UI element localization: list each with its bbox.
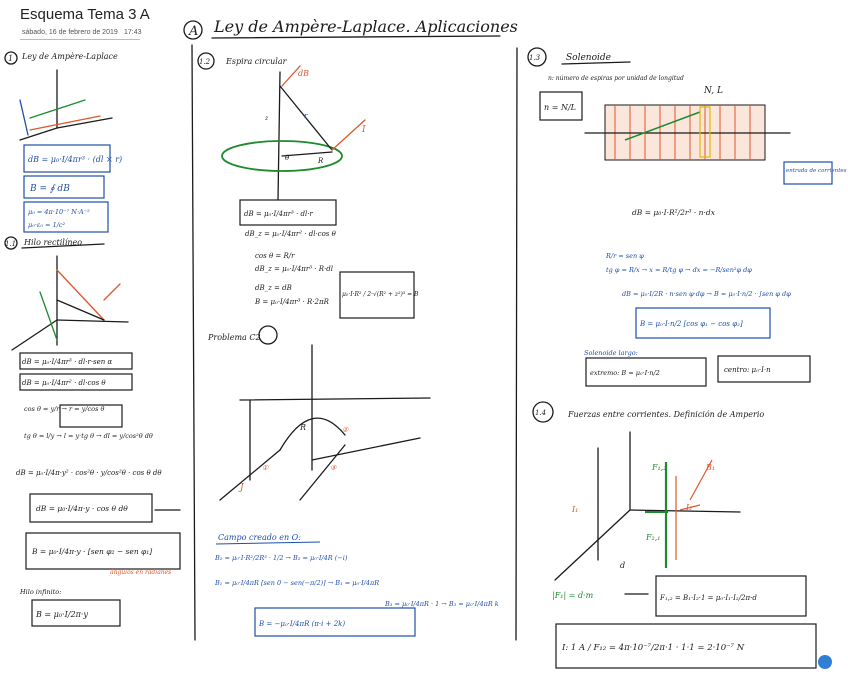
svg-text:dB = μ₀·I/2R · n·sen φ·dφ → B: dB = μ₀·I/2R · n·sen φ·dφ → B = μ₀·I·n/2… — [622, 290, 791, 298]
svg-text:dB = μ₀·I/4πr³ · (dl × r): dB = μ₀·I/4πr³ · (dl × r) — [28, 155, 122, 164]
svg-text:Campo creado en O:: Campo creado en O: — [218, 533, 301, 542]
svg-text:Hilo infinito:: Hilo infinito: — [19, 588, 61, 596]
svg-text:dB = μ₀·I/4πr³ · dl·r: dB = μ₀·I/4πr³ · dl·r — [244, 210, 313, 218]
svg-text:tg φ = R/x → x = R/tg φ → dx =: tg φ = R/x → x = R/tg φ → dx = −R/sen²φ … — [606, 266, 752, 274]
section-1-2: 1.2 Espira circular R I dB r θ z dB = μ₀… — [197, 52, 419, 319]
svg-text:F₁,₂ = B₁·I₂·1 = μ₀·I₁·I₂/2π·d: F₁,₂ = B₁·I₂·1 = μ₀·I₁·I₂/2π·d — [659, 594, 757, 602]
section-1-2-title: Espira circular — [225, 57, 288, 66]
svg-text:z: z — [264, 115, 269, 122]
svg-text:F₁,₂: F₁,₂ — [651, 463, 667, 472]
svg-text:J: J — [238, 483, 245, 493]
svg-text:B₁: B₁ — [705, 463, 715, 472]
section-1-4-title: Fuerzas entre corrientes. Definición de … — [567, 410, 764, 419]
svg-text:dB_z = μ₀·I/4πr³ · R·dl: dB_z = μ₀·I/4πr³ · R·dl — [255, 265, 333, 273]
svg-text:②: ② — [342, 426, 349, 434]
svg-text:μ₀·I·R² / 2·√(R² + z²)³ = B: μ₀·I·R² / 2·√(R² + z²)³ = B — [342, 291, 419, 298]
eq-box-mu0 — [23, 201, 109, 233]
main-title: A Ley de Ampère-Laplace. Aplicaciones — [183, 17, 518, 40]
svg-text:1.4: 1.4 — [535, 409, 546, 417]
svg-text:B₂ = μ₀·I·R²/2R³ · 1/2 → B₂ =: B₂ = μ₀·I·R²/2R³ · 1/2 → B₂ = μ₀·I/4R (−… — [214, 554, 348, 562]
svg-text:1: 1 — [8, 54, 13, 63]
svg-text:B = μ₀·I/4πr³ · R·2πR: B = μ₀·I/4πr³ · R·2πR — [254, 298, 330, 306]
main-badge: A — [188, 24, 198, 39]
page-time: 17:43 — [124, 29, 142, 36]
svg-text:①: ① — [262, 464, 269, 472]
svg-text:extremo: B = μ₀·I·n/2: extremo: B = μ₀·I·n/2 — [590, 369, 660, 377]
title-divider — [20, 39, 140, 40]
svg-text:R: R — [317, 157, 324, 165]
svg-text:B = ∮ dB: B = ∮ dB — [29, 184, 70, 194]
svg-text:B = μ₀·I·n/2 [cos φ₁ − cos φ₂]: B = μ₀·I·n/2 [cos φ₁ − cos φ₂] — [639, 320, 743, 328]
svg-text:I₁: I₁ — [571, 505, 578, 514]
svg-text:1.2: 1.2 — [199, 58, 211, 66]
svg-text:θ: θ — [285, 154, 290, 162]
svg-text:dB = μ₀·I/4π·y² · cos²θ · y/co: dB = μ₀·I/4π·y² · cos²θ · y/cos²θ · cos … — [16, 469, 162, 477]
svg-text:R: R — [299, 423, 306, 432]
eq-box-B — [23, 175, 105, 199]
svg-text:③: ③ — [330, 464, 337, 472]
svg-text:ángulos en radianes: ángulos en radianes — [110, 569, 171, 576]
svg-text:dB = μ₀·I/4π·y · cos θ dθ: dB = μ₀·I/4π·y · cos θ dθ — [36, 504, 128, 513]
svg-text:B = μ₀·I/2π·y: B = μ₀·I/2π·y — [35, 610, 88, 619]
svg-text:dB_z = μ₀·I/4πr² · dl·cos θ: dB_z = μ₀·I/4πr² · dl·cos θ — [245, 230, 337, 238]
svg-text:N, L: N, L — [703, 86, 723, 96]
svg-text:dB = μ₀·I/4πr³ · dl·r·sen α: dB = μ₀·I/4πr³ · dl·r·sen α — [22, 358, 113, 366]
assistant-icon[interactable] — [818, 655, 832, 669]
svg-text:1.1: 1.1 — [5, 240, 16, 248]
svg-text:dB = μ₀·I·R²/2r³ · n·dx: dB = μ₀·I·R²/2r³ · n·dx — [632, 208, 716, 217]
column-divider-2 — [515, 47, 518, 641]
section-1-3: 1.3 Solenoide n: número de espiras por u… — [527, 47, 847, 387]
svg-text:1.3: 1.3 — [529, 54, 541, 62]
svg-text:n: número de espiras por unida: n: número de espiras por unidad de longi… — [548, 75, 684, 82]
svg-text:d: d — [620, 561, 625, 570]
main-title-text: Ley de Ampère-Laplace. Aplicaciones — [213, 17, 518, 36]
eq-box-dB — [23, 144, 111, 173]
svg-text:|F₁| = d·m: |F₁| = d·m — [552, 591, 594, 600]
page-title: Esquema Tema 3 A — [20, 6, 150, 23]
column-divider-1 — [191, 44, 196, 641]
svg-text:B₃ = μ₀·I/4πR · 1 → B₃ = μ₀·I/: B₃ = μ₀·I/4πR · 1 → B₃ = μ₀·I/4πR k — [384, 600, 499, 608]
svg-text:cos θ = y/r → r = y/cos θ: cos θ = y/r → r = y/cos θ — [24, 405, 104, 413]
svg-text:F₂,₁: F₂,₁ — [645, 533, 661, 542]
svg-text:I: 1 A / F₁₂ = 4π·10⁻⁷/2π·1 ·: I: 1 A / F₁₂ = 4π·10⁻⁷/2π·1 · 1·1 = 2·10… — [561, 643, 745, 653]
svg-text:dB_z = dB: dB_z = dB — [255, 284, 292, 292]
svg-text:I₂: I₂ — [685, 503, 692, 512]
section-1-1-title: Hilo rectilíneo — [23, 238, 82, 247]
svg-text:B₁ = μ₀·I/4πR [sen 0 − sen(−π/: B₁ = μ₀·I/4πR [sen 0 − sen(−π/2)] → B₁ =… — [214, 579, 379, 587]
svg-text:r: r — [304, 112, 308, 120]
svg-text:B = −μ₀·I/4πR (π·i + 2k): B = −μ₀·I/4πR (π·i + 2k) — [258, 620, 345, 628]
section-1-4: 1.4 Fuerzas entre corrientes. Definición… — [532, 401, 817, 669]
section-1: 1 Ley de Ampère-Laplace dB = μ₀·I/4πr³ ·… — [4, 51, 122, 233]
svg-text:R/r = sen φ: R/r = sen φ — [605, 252, 644, 260]
svg-text:dB = μ₀·I/4πr² · dl·cos θ: dB = μ₀·I/4πr² · dl·cos θ — [22, 379, 106, 387]
svg-text:entrada de corrientes: entrada de corrientes — [786, 168, 847, 174]
svg-text:cos θ = R/r: cos θ = R/r — [255, 252, 295, 260]
section-1-title: Ley de Ampère-Laplace — [21, 52, 118, 61]
section-1-1: 1.1 Hilo rectilíneo dB = μ₀·I/4πr³ · dl·… — [4, 236, 181, 627]
problem-c2: Problema C2 R J ① ② ③ Campo creado en O:… — [207, 325, 499, 637]
svg-text:Solenoide largo:: Solenoide largo: — [584, 349, 638, 357]
svg-text:I: I — [361, 125, 366, 135]
svg-text:B = μ₀·I/4π·y · [sen φ₂ − sen: B = μ₀·I/4π·y · [sen φ₂ − sen φ₁] — [31, 547, 152, 556]
svg-text:μ₀·ε₀ = 1/c²: μ₀·ε₀ = 1/c² — [28, 221, 66, 229]
svg-text:tg θ = l/y → l = y·tg θ → dl =: tg θ = l/y → l = y·tg θ → dl = y/cos²θ d… — [24, 432, 153, 440]
svg-text:Problema C2: Problema C2 — [207, 333, 261, 342]
svg-text:n = N/L: n = N/L — [544, 103, 576, 112]
page-date: sábado, 16 de febrero de 2019 — [22, 29, 118, 36]
section-1-3-title: Solenoide — [566, 53, 611, 63]
svg-text:centro: μ₀·I·n: centro: μ₀·I·n — [724, 366, 771, 374]
svg-text:dB: dB — [298, 69, 309, 78]
svg-text:μ₀ = 4π·10⁻⁷ N·A⁻²: μ₀ = 4π·10⁻⁷ N·A⁻² — [28, 208, 90, 216]
